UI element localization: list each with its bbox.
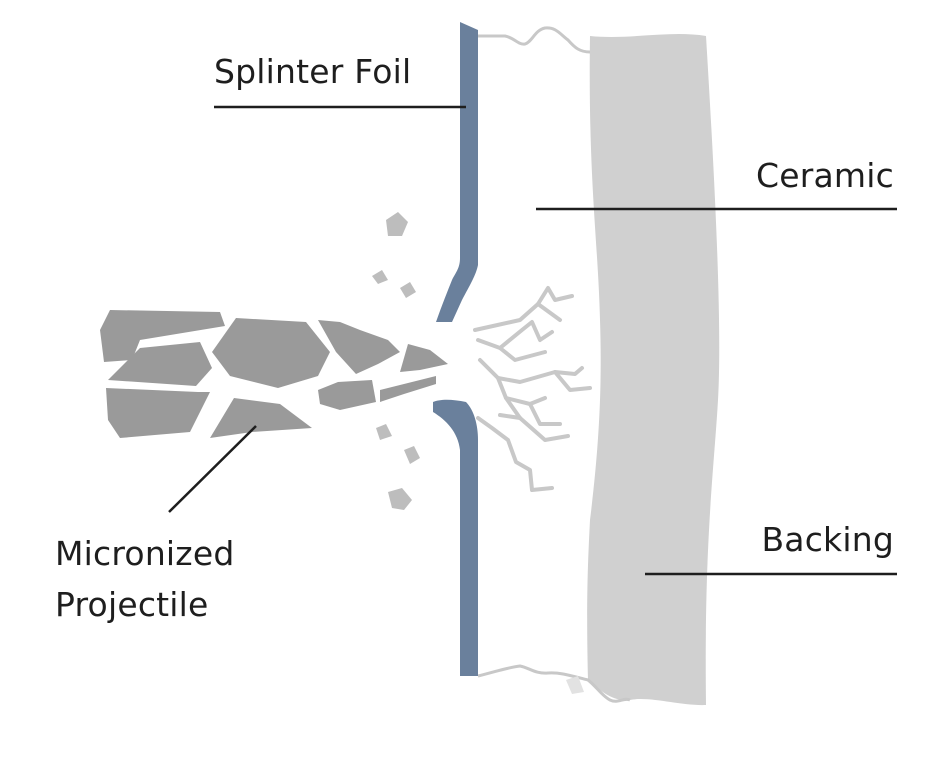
debris-fragments	[372, 212, 420, 510]
splinter-foil-upper	[436, 22, 478, 322]
label-micronized-projectile: Micronized Projectile	[55, 528, 234, 630]
label-projectile-line2: Projectile	[55, 585, 209, 624]
ceramic-cracks	[473, 286, 592, 492]
backing-layer	[587, 34, 720, 706]
label-ceramic: Ceramic	[756, 156, 894, 195]
ceramic-top-edge	[478, 26, 591, 54]
leader-projectile	[168, 425, 257, 513]
label-splinter-foil: Splinter Foil	[214, 52, 412, 91]
projectile-fragments	[100, 310, 448, 438]
label-backing: Backing	[761, 520, 894, 559]
ceramic-bottom-edge	[477, 664, 631, 703]
ceramic-chip	[566, 676, 584, 694]
splinter-foil-lower	[433, 399, 478, 676]
label-projectile-line1: Micronized	[55, 534, 235, 573]
